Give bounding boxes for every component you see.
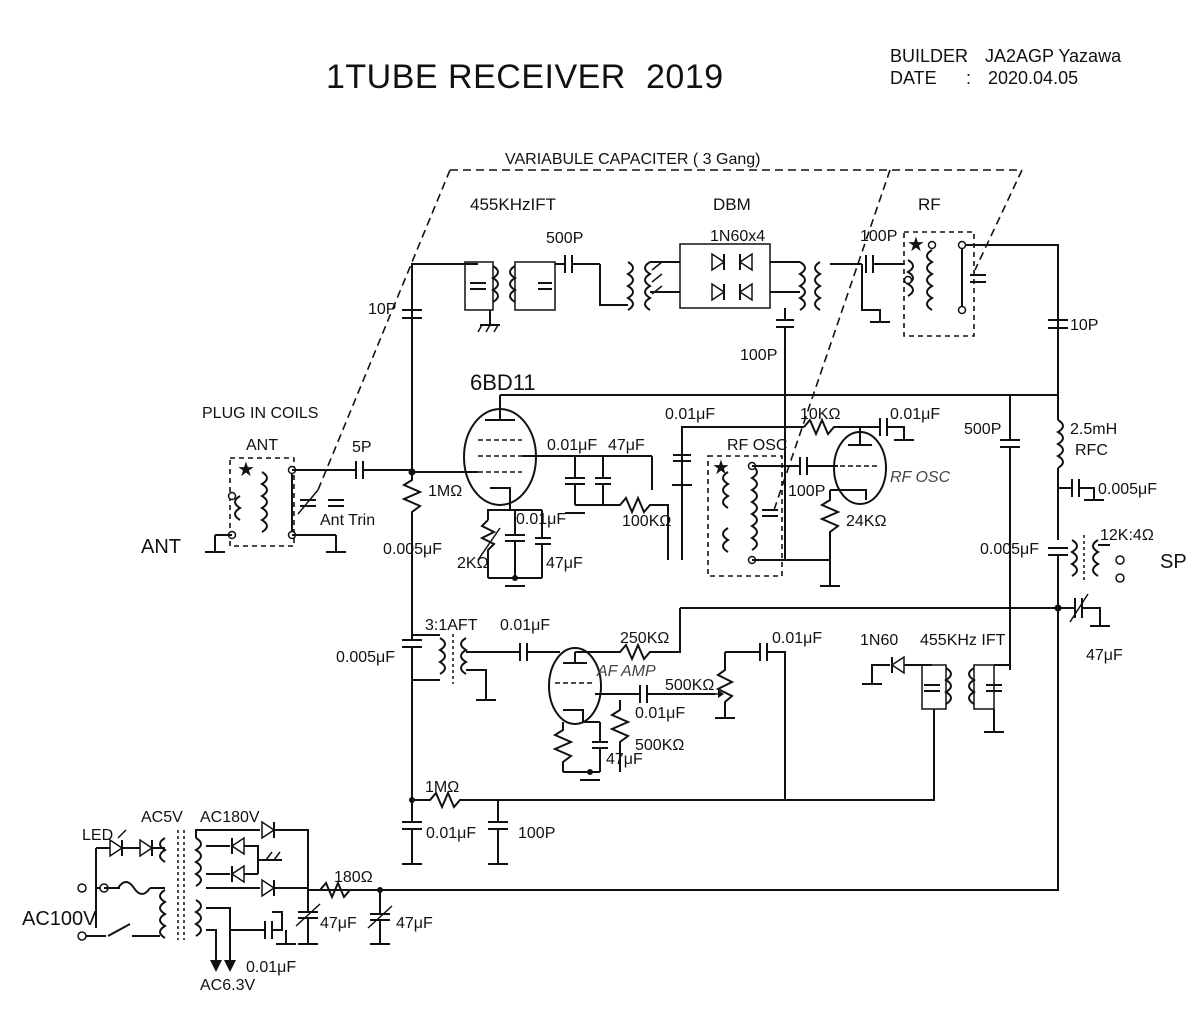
r-180-label: 180Ω [334,869,373,886]
r-500k-label: 500KΩ [635,737,684,754]
c-47-af-label: 47μF [606,751,643,768]
c-47-k1-label: 47μF [608,437,645,454]
c-0005-grid-label: 0.005μF [383,541,442,558]
ant-trim-label: Ant Trin [320,512,375,529]
r-10k-label: 10KΩ [800,406,840,423]
output-transformer-label: 12K:4Ω [1100,527,1154,544]
builder-label: BUILDER [890,46,968,66]
ac180v-label: AC180V [200,809,260,826]
c-47-out-label: 47μF [1086,647,1123,664]
power-supply [77,608,1059,972]
r-250k-label: 250KΩ [620,630,669,647]
r-1m-decoupling-label: 1MΩ [425,779,459,796]
variable-capacitor-label: VARIABULE CAPACITER ( 3 Gang) [505,151,760,168]
r-500k-pot-label: 500KΩ [665,677,714,694]
tube-rf-osc [799,427,887,587]
c-10p-right-label: 10P [1070,317,1098,334]
date-value: 2020.04.05 [988,68,1078,88]
c-10p-left-label: 10P [368,301,396,318]
detector-ift [785,655,1010,801]
date-label: DATE [890,68,937,88]
builder-value: JA2AGP Yazawa [985,46,1122,66]
c-10p-right [1048,319,1068,329]
c-0005-plate-label: 0.005μF [980,541,1039,558]
date-separator: : [966,68,971,88]
ant-coil-star: ★ [237,459,255,481]
volume-control [706,643,786,800]
led-label: LED [82,827,113,844]
r-1m-grid [401,472,423,560]
c-001-osc-out-label: 0.01μF [890,406,940,423]
rf-osc-box-label: RF OSC [727,437,787,454]
ant-plugin-coil [205,457,346,553]
variable-capacitor-gang-linkage [317,169,1023,511]
plug-in-coils-label: PLUG IN COILS [202,405,318,422]
rf-plugin-coil [830,231,986,337]
diode-1n60-label: 1N60 [860,632,898,649]
cathode-network [477,500,551,587]
rf-osc-coil-star: ★ [712,457,730,479]
af-amp-tube-label: AF AMP [596,663,656,680]
c-5p-label: 5P [352,439,372,456]
c-001-k2-label: 0.01μF [516,511,566,528]
ant-coil-label: ANT [246,437,278,454]
dbm-mixer [650,243,822,560]
c-10p-left [402,309,422,319]
ift-455-top [464,255,663,333]
rfc-name-label: RFC [1075,442,1108,459]
top-signal-rail [411,244,1059,475]
c-001-vol-label: 0.01μF [772,630,822,647]
c-47-k2-label: 47μF [546,555,583,572]
title-main: 1TUBE RECEIVER [326,58,626,96]
rf-coil-star: ★ [907,234,925,256]
title-year: 2019 [646,58,724,96]
c-001-decoupling-label: 0.01μF [426,825,476,842]
rfc-value-label: 2.5mH [1070,421,1117,438]
plate-and-output [680,395,1125,670]
c-100p-decoupling-label: 100P [518,825,555,842]
r-24k-label: 24KΩ [846,513,886,530]
rf-osc-tube-label: RF OSC [890,469,951,486]
tube-af-amp [548,608,715,781]
c-47-ps1-label: 47μF [320,915,357,932]
tube-6bd11 [412,394,652,506]
tube-6bd11-label: 6BD11 [470,370,536,395]
c-5p [336,461,416,479]
antenna-label: ANT [141,536,181,558]
c-500p-right-label: 500P [964,421,1001,438]
ift-455-bottom-label: 455KHz IFT [920,632,1006,649]
c-0005-out-label: 0.005μF [1098,481,1157,498]
builder-separator: : [963,46,968,66]
r-100k-label: 100KΩ [622,513,671,530]
screen-network [565,456,669,560]
heater-label: AC6.3V [200,977,255,994]
c-001-k1-label: 0.01μF [547,437,597,454]
c-001-af-label: 0.01μF [635,705,685,722]
dbm-label: DBM [713,195,751,214]
c-100p-osc-label: 100P [788,483,825,500]
decoupling-filter [402,790,785,865]
mains-label: AC100V [22,908,97,930]
c-001-osc-in-label: 0.01μF [665,406,715,423]
rf-label: RF [918,195,941,214]
dbm-diodes-label: 1N60x4 [710,228,765,245]
c-500p-top-label: 500P [546,230,583,247]
ift-455-label: 455KHzIFT [470,195,556,214]
osc-decoupling [672,417,914,560]
c-001-aft-label: 0.01μF [500,617,550,634]
c-100p-rf-label: 100P [860,228,897,245]
audio-input-transformer [402,560,560,800]
rf-osc-plugin-coil [707,455,830,577]
aft-label: 3:1AFT [425,617,478,634]
c-001-ps-label: 0.01μF [246,959,296,976]
c-47-ps2-label: 47μF [396,915,433,932]
r-2k-label: 2KΩ [457,555,489,572]
r-1m-grid-label: 1MΩ [428,483,462,500]
ac5v-label: AC5V [141,809,183,826]
c-0005-aft-label: 0.005μF [336,649,395,666]
speaker-label: SP [1160,551,1187,573]
c-100p-dbm-label: 100P [740,347,777,364]
